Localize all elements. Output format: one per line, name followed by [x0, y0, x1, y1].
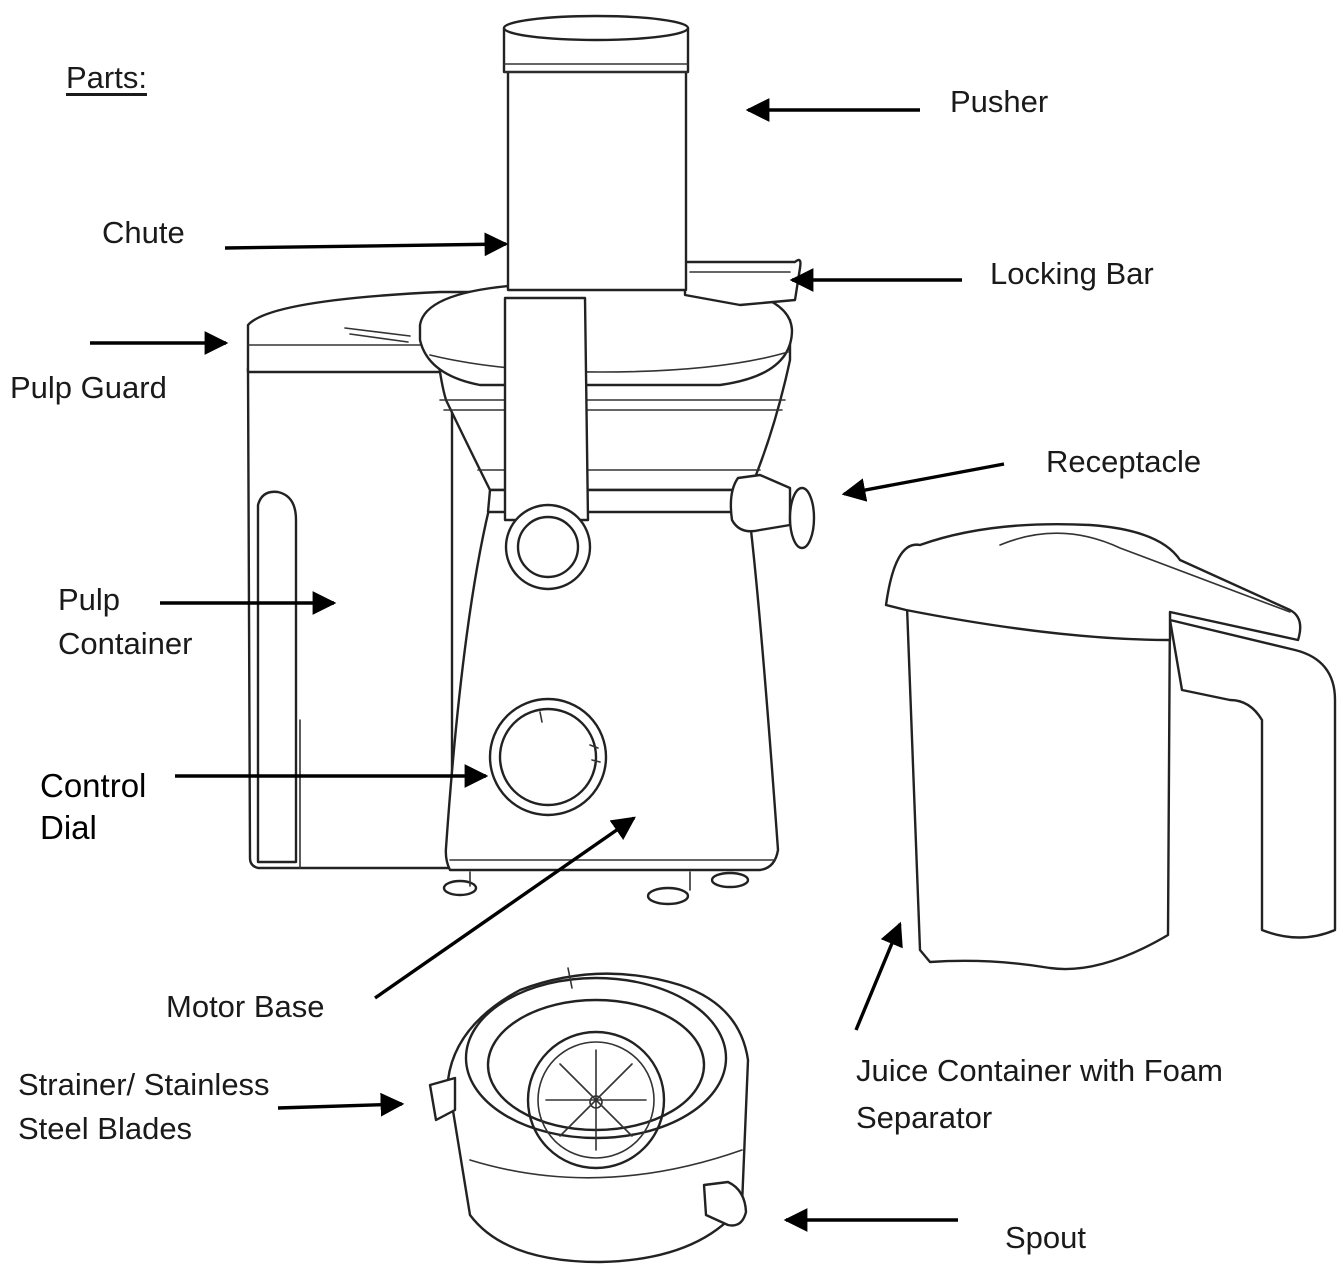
motor-base-label: Motor Base — [166, 989, 325, 1024]
pulp-container-label-line1: Pulp — [58, 582, 121, 617]
control-dial-shape — [488, 697, 608, 817]
pulp-container-shape — [246, 366, 454, 870]
pusher-label: Pusher — [950, 84, 1049, 119]
spout-label: Spout — [1005, 1220, 1087, 1255]
parts-title: Parts: — [66, 60, 147, 95]
pulp-container-label-line2: Container — [58, 626, 193, 661]
motor-base-shape — [442, 503, 780, 906]
receptacle-label: Receptacle — [1046, 444, 1202, 479]
receptacle-arrow — [841, 462, 1005, 502]
locking-bar-label: Locking Bar — [990, 256, 1154, 291]
receptacle-shape — [729, 473, 816, 550]
strainer-basket-shape — [428, 967, 750, 1264]
chute-label: Chute — [102, 215, 185, 250]
juice-container-label-line2: Separator — [856, 1100, 993, 1135]
juice-container-label-line1: Juice Container with Foam — [856, 1053, 1223, 1088]
motor-base-arrow — [374, 816, 636, 1000]
pulp-guard-label: Pulp Guard — [10, 370, 167, 405]
strainer-label-line1: Strainer/ Stainless — [18, 1067, 270, 1102]
strainer-label-line2: Steel Blades — [18, 1111, 193, 1146]
juice-jug-shape — [884, 522, 1337, 971]
locking-bar-shape — [503, 258, 802, 591]
pusher-shape — [502, 14, 690, 74]
control-dial-label-line1: Control — [40, 767, 147, 804]
strainer-arrow — [277, 1092, 405, 1117]
juice-container-arrow — [854, 921, 903, 1031]
control-dial-label-line2: Dial — [40, 809, 97, 846]
chute-shape — [506, 68, 688, 292]
chute-arrow — [224, 232, 509, 257]
